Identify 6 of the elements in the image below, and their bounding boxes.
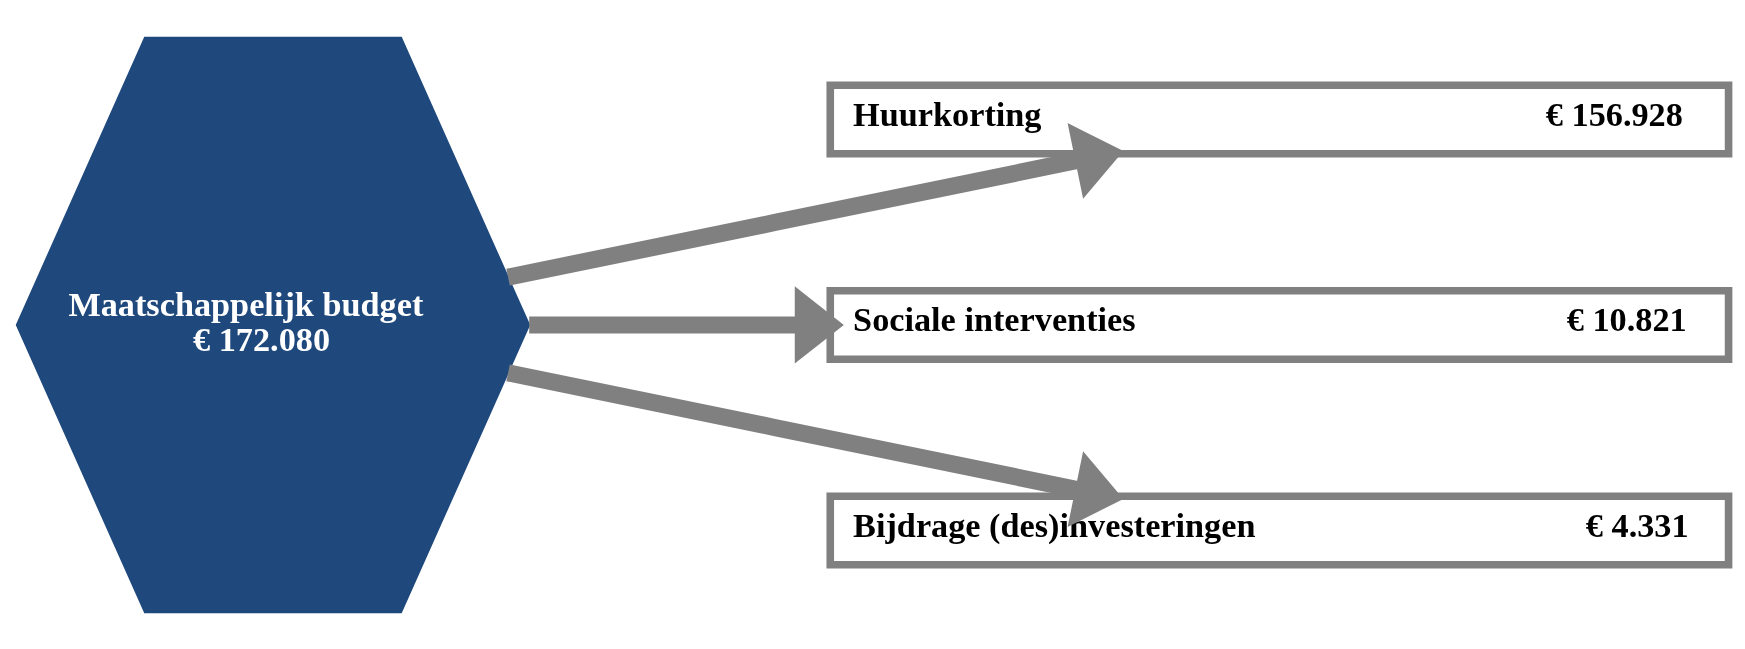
node-box: Huurkorting € 156.928 [826, 80, 1733, 157]
node-box: Sociale interventies € 10.821 [826, 286, 1733, 363]
arrow [506, 122, 1124, 286]
arrow [529, 285, 844, 364]
arrow [506, 363, 1124, 527]
node-box: Bijdrage (des)investeringen € 4.331 [826, 492, 1733, 569]
